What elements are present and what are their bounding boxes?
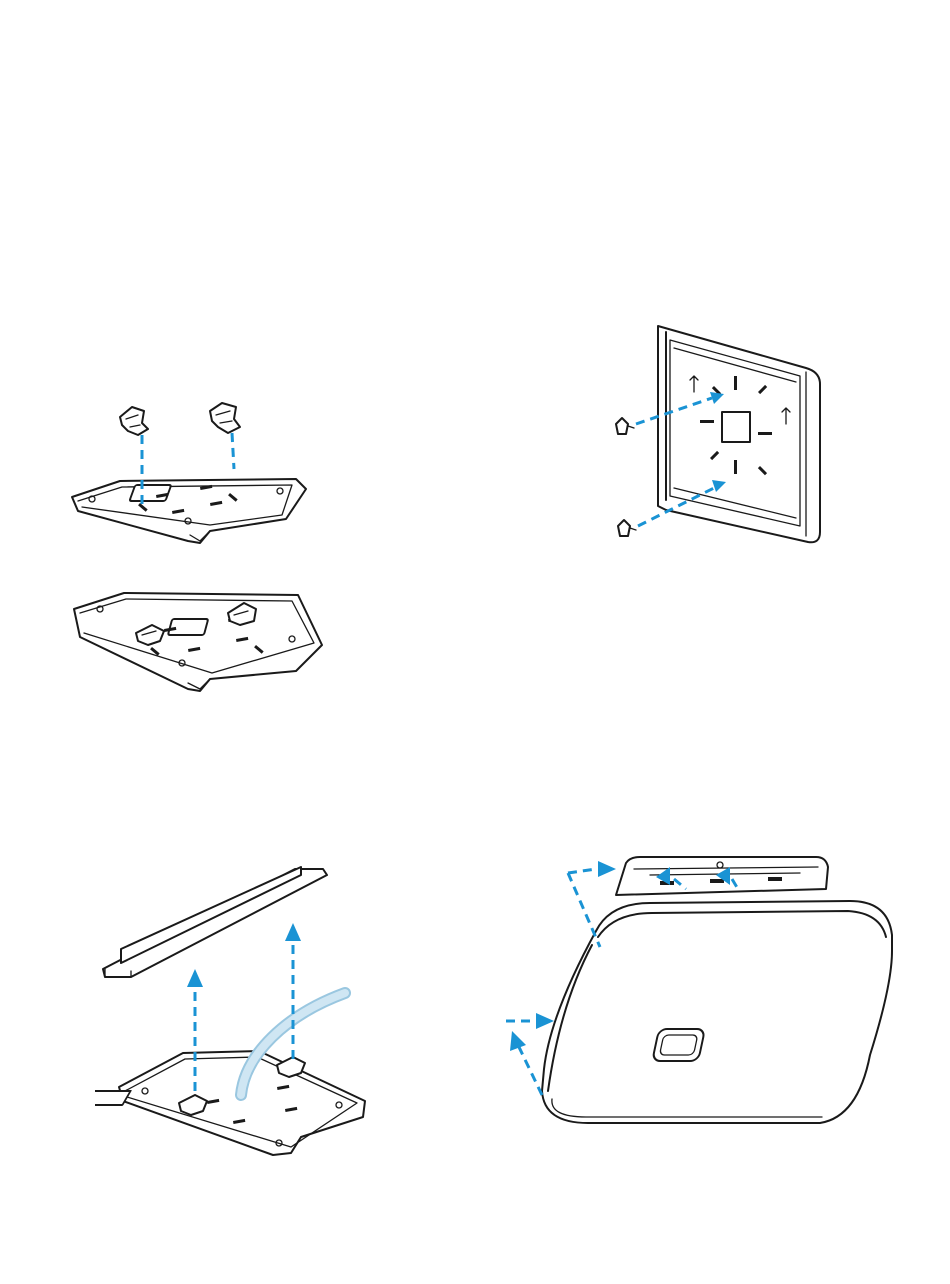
panel-ceiling-rail-mount — [95, 865, 385, 1165]
clip-icon — [120, 407, 148, 435]
panel-device-slide-on — [500, 855, 900, 1135]
device-mount-illustration — [500, 855, 900, 1135]
wall-mount-illustration — [610, 320, 830, 550]
screw-icon — [616, 418, 634, 434]
mounting-plate-icon — [658, 326, 820, 542]
clip-insert-illustration — [60, 395, 345, 555]
t-rail-mount-illustration — [95, 865, 385, 1165]
mounting-plate-icon — [74, 593, 322, 691]
screw-icon — [618, 520, 636, 536]
clip-icon — [210, 403, 240, 433]
plate-with-clips-illustration — [60, 575, 345, 710]
mounting-plate-icon — [95, 1051, 365, 1155]
panel-wall-mount-screws — [610, 320, 830, 550]
clip-icon — [277, 1057, 305, 1077]
mounting-plate-icon — [72, 479, 306, 543]
panel-plate-with-clips — [60, 575, 345, 710]
panel-clips-to-plate — [60, 395, 345, 555]
